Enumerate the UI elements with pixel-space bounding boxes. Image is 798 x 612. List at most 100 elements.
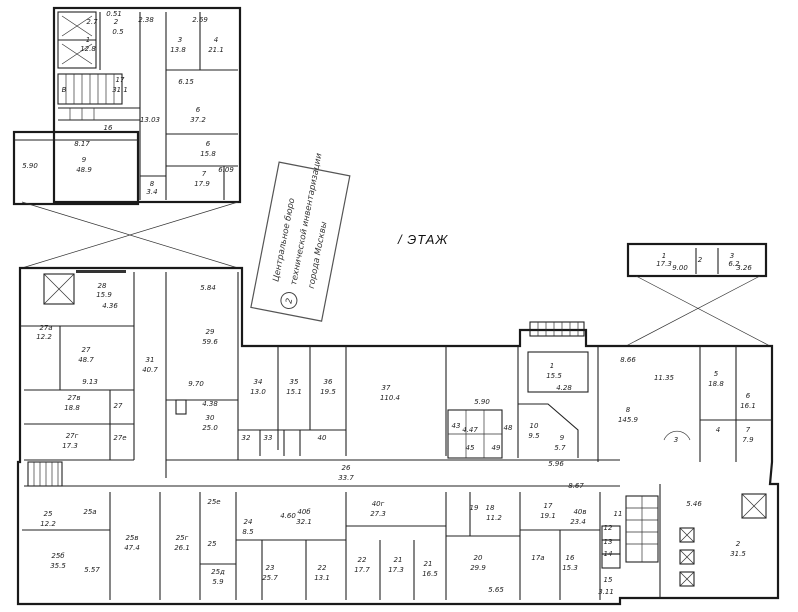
room-label-m428: 4.28 xyxy=(556,384,572,392)
room-label-m25aa: 12.2 xyxy=(40,520,56,528)
room-label-m24: 24 xyxy=(244,518,253,526)
stair-right xyxy=(625,495,659,563)
room-label-m8a: 145.9 xyxy=(618,416,639,424)
room-label-r8: 8 xyxy=(150,180,155,188)
room-label-m22ba: 13.1 xyxy=(314,574,330,582)
room-label-m36: 36 xyxy=(324,378,333,386)
room-label-m17: 17 xyxy=(544,502,553,510)
room-label-m557: 5.57 xyxy=(84,566,100,574)
room-label-m28: 28 xyxy=(98,282,107,290)
room-label-m8: 8 xyxy=(626,406,631,414)
room-label-r1a: 12.8 xyxy=(80,45,96,53)
room-label-rt1a: 17.3 xyxy=(656,260,672,268)
room-label-m45: 45 xyxy=(466,444,475,452)
room-label-m22b: 22 xyxy=(318,564,327,572)
room-label-r3a: 13.8 xyxy=(170,46,186,54)
room-label-m30: 30 xyxy=(206,414,215,422)
room-label-m18: 18 xyxy=(486,504,495,512)
room-label-m37a: 110.4 xyxy=(380,394,400,402)
room-label-m25a: 25 xyxy=(44,510,53,518)
room-label-m33: 33 xyxy=(264,434,273,442)
room-label-m28a: 15.9 xyxy=(96,291,112,299)
room-label-r6: 6 xyxy=(196,106,201,114)
room-label-m5: 5 xyxy=(714,370,719,378)
room-label-m27da: 17.3 xyxy=(62,442,78,450)
elevator-cells xyxy=(679,527,695,587)
room-label-r609: 6.09 xyxy=(218,166,234,174)
room-label-m11: 11 xyxy=(614,510,623,518)
room-label-m9a: 5.7 xyxy=(554,444,566,452)
room-label-r62: 6 xyxy=(206,140,211,148)
room-label-m40b: 40б xyxy=(297,508,311,516)
room-label-m47: 4.47 xyxy=(462,426,478,434)
room-label-m867: 8.67 xyxy=(568,482,584,490)
room-label-m23a: 25.7 xyxy=(262,574,278,582)
room-label-m40ga: 27.3 xyxy=(370,510,386,518)
room-label-m14: 14 xyxy=(604,550,613,558)
room-label-m2: 2 xyxy=(736,540,741,548)
radiator-marks xyxy=(76,270,126,273)
room-label-r3: 3 xyxy=(178,36,182,44)
room-label-m26a: 33.7 xyxy=(338,474,354,482)
room-label-m7a: 7.9 xyxy=(742,436,754,444)
room-label-m25c: 25б xyxy=(51,552,65,560)
room-label-r17a: 31.1 xyxy=(112,86,128,94)
room-label-m1135: 11.35 xyxy=(654,374,675,382)
room-label-m24a: 8.5 xyxy=(242,528,254,536)
room-label-m22a: 17.7 xyxy=(354,566,370,574)
stamp-number: 2 xyxy=(284,297,295,304)
room-label-m25v: 25в xyxy=(125,534,138,542)
room-label-m27e: 27е xyxy=(113,434,126,442)
room-label-m9: 9 xyxy=(560,434,565,442)
stamp-line-3: города Москвы xyxy=(307,221,330,290)
room-label-m5a: 18.8 xyxy=(708,380,724,388)
room-label-m565: 5.65 xyxy=(488,586,504,594)
stair-left xyxy=(27,461,63,487)
room-label-rt2: 2 xyxy=(698,256,703,264)
room-label-m25b: 25а xyxy=(83,508,96,516)
room-label-m31: 31 xyxy=(146,356,155,364)
room-label-m40v: 40в xyxy=(573,508,586,516)
room-label-m27b: 48.7 xyxy=(78,356,94,364)
room-label-r1: 1 xyxy=(86,36,90,44)
room-label-r27: 2.7 xyxy=(86,18,98,26)
room-label-m460: 4.60 xyxy=(280,512,296,520)
room-label-m436: 4.36 xyxy=(102,302,118,310)
room-label-r6a: 37.2 xyxy=(190,116,206,124)
room-label-m34: 34 xyxy=(254,378,263,386)
room-label-r9a: 48.9 xyxy=(76,166,92,174)
room-label-m34a: 13.0 xyxy=(250,388,266,396)
room-label-m913: 9.13 xyxy=(82,378,98,386)
room-label-r4: 4 xyxy=(214,36,218,44)
room-label-m21ba: 16.5 xyxy=(422,570,438,578)
room-label-r0: 0.51 xyxy=(106,10,122,18)
room-label-m21a: 17.3 xyxy=(388,566,404,574)
room-label-m590: 5.90 xyxy=(474,398,490,406)
room-label-m31a: 40.7 xyxy=(142,366,158,374)
room-label-r615: 6.15 xyxy=(178,78,194,86)
room-label-r8a: 3.4 xyxy=(146,188,157,196)
room-label-m7: 7 xyxy=(746,426,751,434)
room-label-m27a: 27а xyxy=(39,324,52,332)
room-label-m6: 6 xyxy=(746,392,751,400)
room-label-m6a: 16.1 xyxy=(740,402,756,410)
room-label-m21b: 21 xyxy=(424,560,433,568)
room-label-m37: 37 xyxy=(382,384,391,392)
room-label-m15: 15 xyxy=(604,576,613,584)
room-label-r4a: 21.1 xyxy=(208,46,224,54)
room-label-m40ba: 32.1 xyxy=(296,518,312,526)
room-label-m20a: 29.9 xyxy=(470,564,486,572)
top-wing xyxy=(12,6,242,269)
room-label-m15a: 3.11 xyxy=(598,588,614,596)
room-label-rt3a: 6.2 xyxy=(728,260,740,268)
room-label-m40va: 23.4 xyxy=(570,518,586,526)
room-label-m22: 22 xyxy=(358,556,367,564)
stair-top xyxy=(57,73,123,105)
room-label-m25va: 47.4 xyxy=(124,544,140,552)
room-label-m17a: 19.1 xyxy=(540,512,556,520)
room-label-r16: 16 xyxy=(104,124,113,132)
room-label-m18a: 11.2 xyxy=(486,514,502,522)
